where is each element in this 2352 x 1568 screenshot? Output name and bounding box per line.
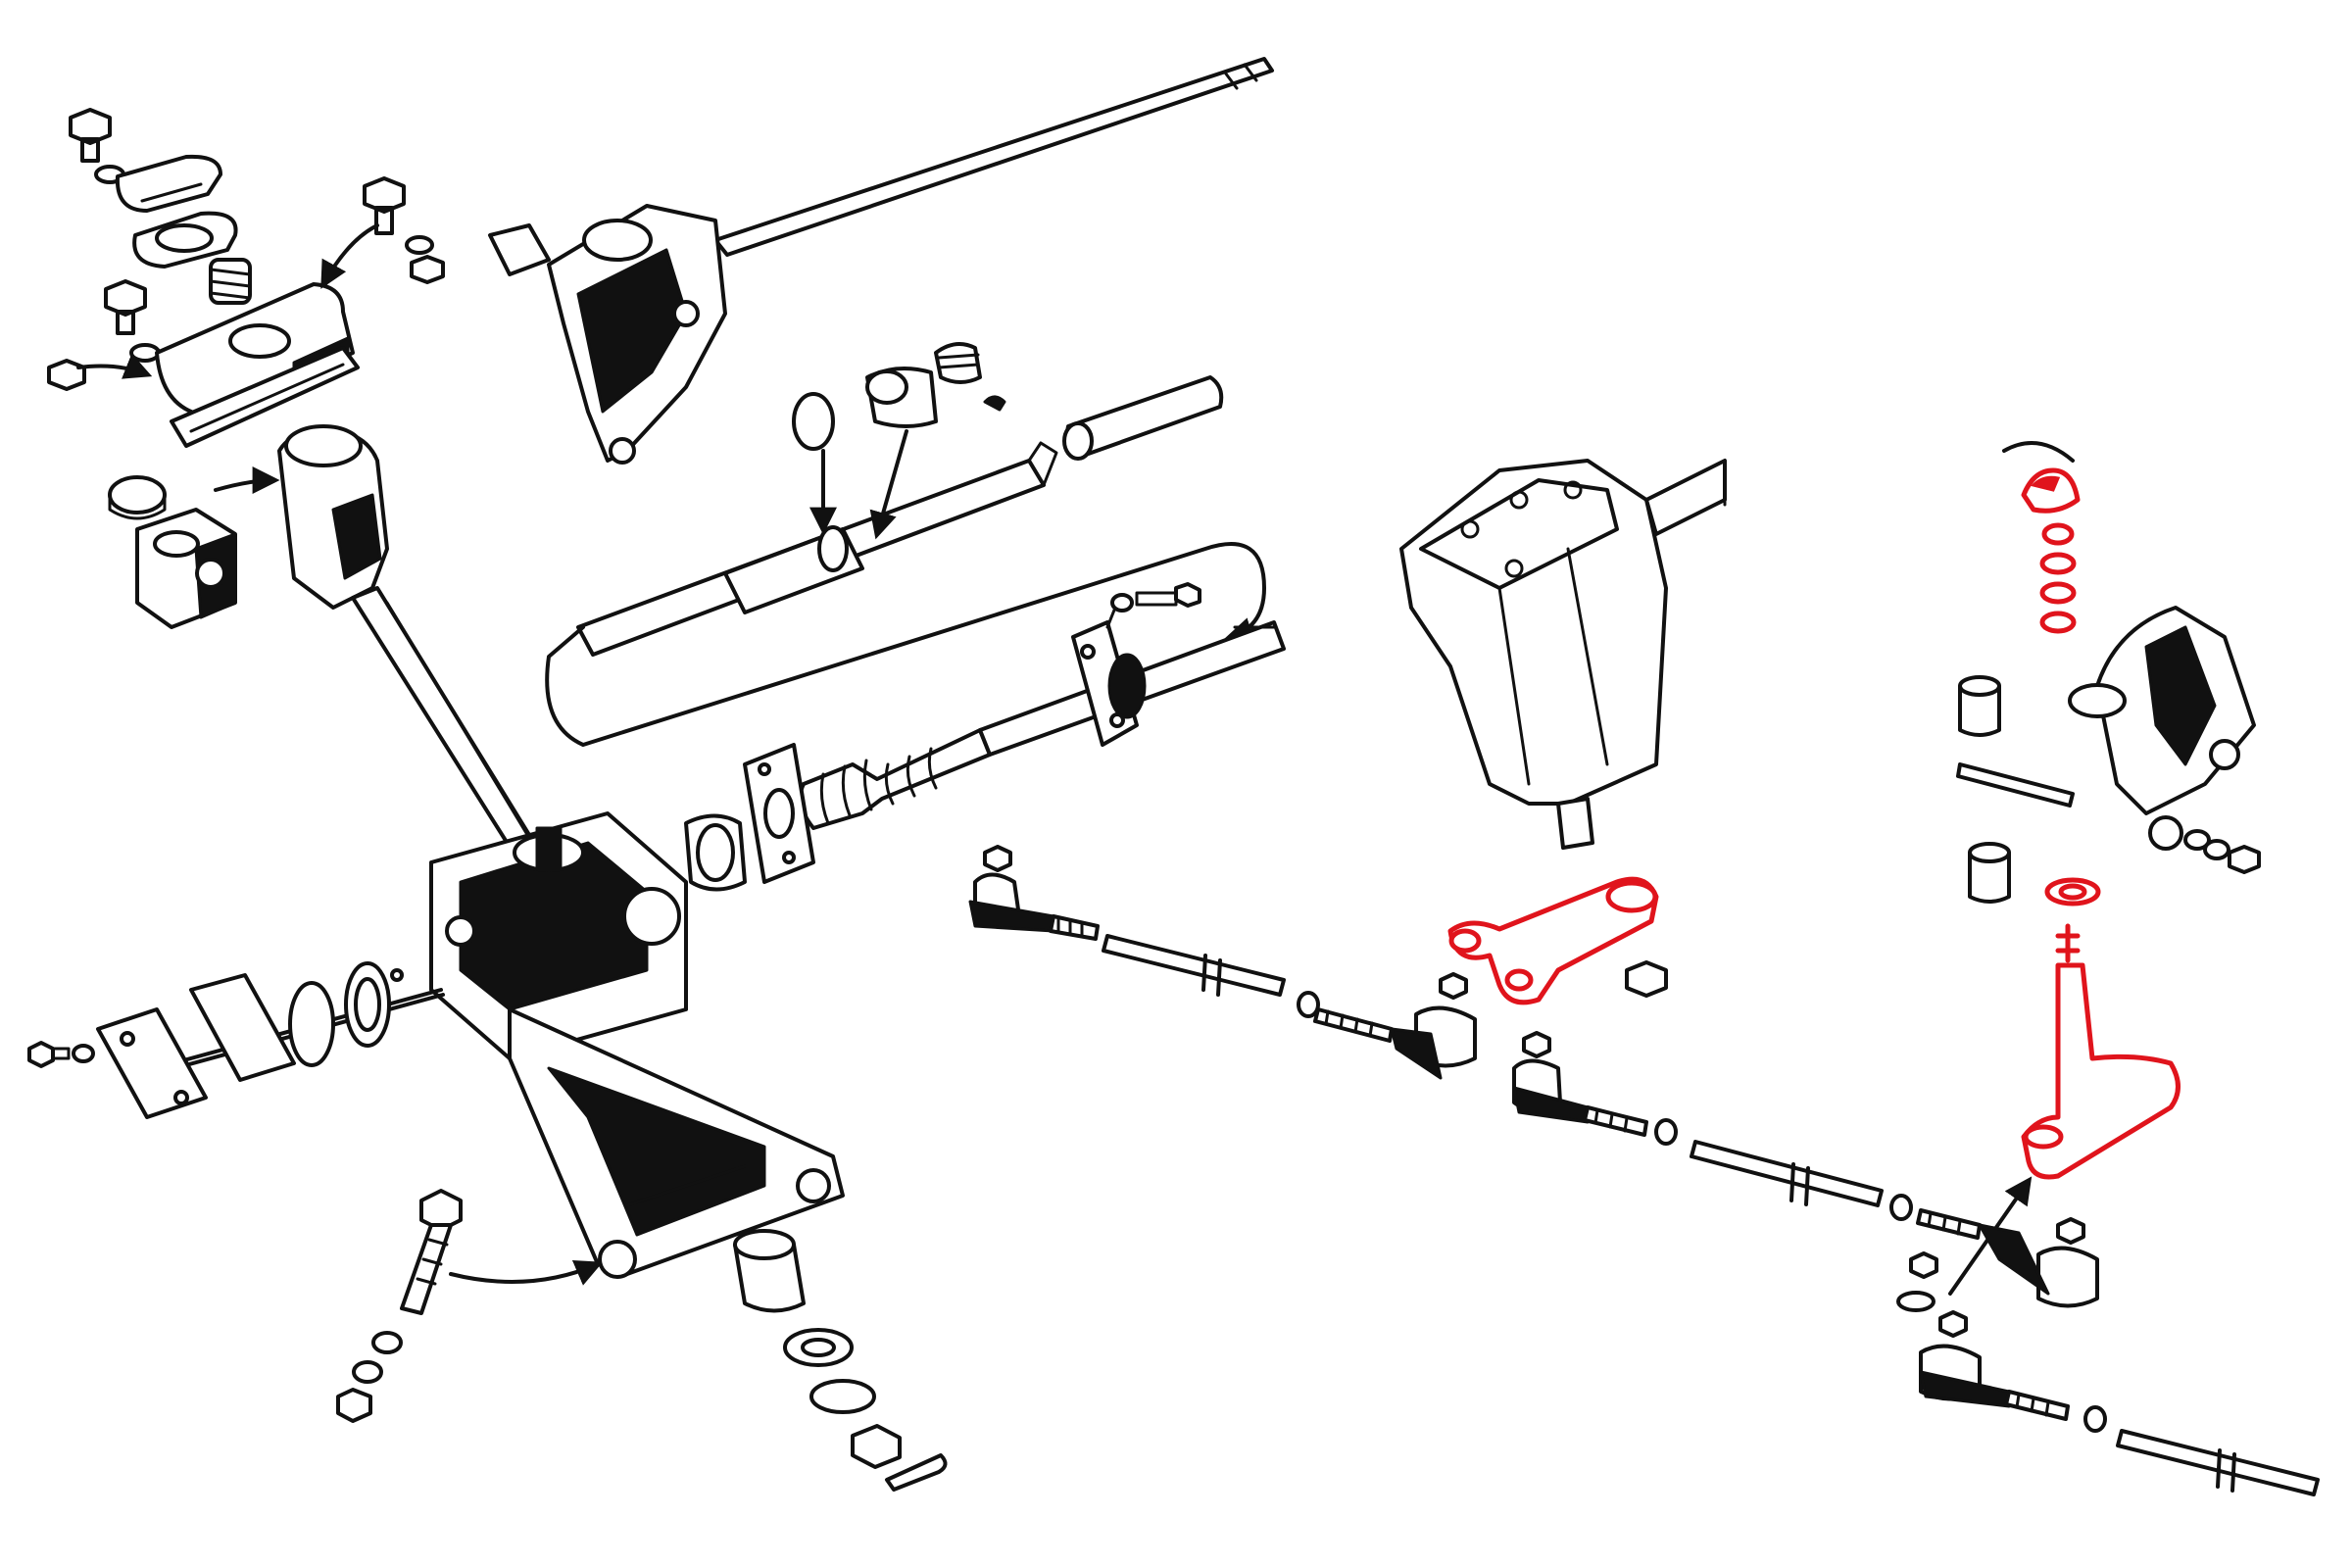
lock-washer (371, 1331, 403, 1354)
idler-pivot-bolt (1956, 762, 2075, 808)
column-tube-left (277, 424, 536, 857)
seal-ring (288, 981, 335, 1067)
adjuster-plate-gasket (170, 346, 360, 448)
track-rod-washer (1896, 1291, 1936, 1312)
filler-plug (108, 475, 167, 520)
top-cover-hardware (47, 108, 445, 448)
split-pin (885, 1453, 948, 1492)
track-rod-tube-1 (1102, 934, 1286, 997)
track-rod-tube-2 (1690, 1140, 1884, 1207)
steering-box-right (1399, 459, 1727, 850)
worm-bearing-stack (684, 743, 815, 892)
inner-column-parts (792, 342, 1224, 461)
track-rod-left (968, 845, 1477, 1080)
cover-bolt-left (69, 108, 112, 163)
idler-arm (2021, 923, 2180, 1180)
cover-plate (115, 154, 222, 213)
plain-washer (352, 1360, 383, 1384)
side-cover-stack (96, 961, 404, 1119)
track-rod-nut (1909, 1251, 1938, 1279)
spring-washer-2 (129, 343, 161, 363)
side-cover-screw (27, 1041, 95, 1068)
inner-column-shaft (576, 441, 1058, 657)
mount-nut (336, 1388, 372, 1423)
rocker-bush-stack (733, 1229, 948, 1492)
cover-bolt-lower (104, 279, 147, 335)
nut-left (47, 359, 86, 391)
column-bush (792, 392, 835, 451)
drop-arm (1447, 876, 1659, 1005)
cover-bolt-right (363, 176, 406, 235)
circlip (2002, 441, 2075, 463)
sector-spline (1556, 797, 1594, 850)
side-gasket (189, 973, 296, 1082)
ball-joint-center-1 (1512, 1031, 1590, 1124)
callout-leaders (809, 429, 908, 540)
track-rod-right (1896, 1251, 2320, 1496)
worm-shaft (798, 582, 1286, 830)
rocker-shaft-bush-block (135, 508, 237, 629)
ball-joint-right (1919, 1310, 2011, 1408)
steering-column-top (713, 57, 1274, 257)
adjuster-spring (209, 258, 252, 305)
ball-joint-left-2 (1390, 972, 1477, 1080)
continuation-loop (545, 542, 1266, 747)
assembly-arrows-left (76, 223, 604, 1286)
washer (405, 235, 434, 255)
bearing-spring (934, 342, 982, 384)
steering-box-main (429, 811, 845, 1279)
ball-joint-left-1 (968, 845, 1055, 933)
nut (410, 255, 445, 284)
steering-box-top (488, 204, 727, 465)
idler-bracket (1956, 606, 2261, 904)
track-rod-center (1512, 1031, 2099, 1308)
key (983, 395, 1006, 412)
ball-joint-center-2 (1978, 1217, 2099, 1308)
drop-arm-nut (1625, 960, 1668, 998)
mounting-bolt (400, 1189, 463, 1315)
idler-pivot-bushes-and-washers (2002, 441, 2101, 906)
cover-gasket (132, 211, 238, 269)
